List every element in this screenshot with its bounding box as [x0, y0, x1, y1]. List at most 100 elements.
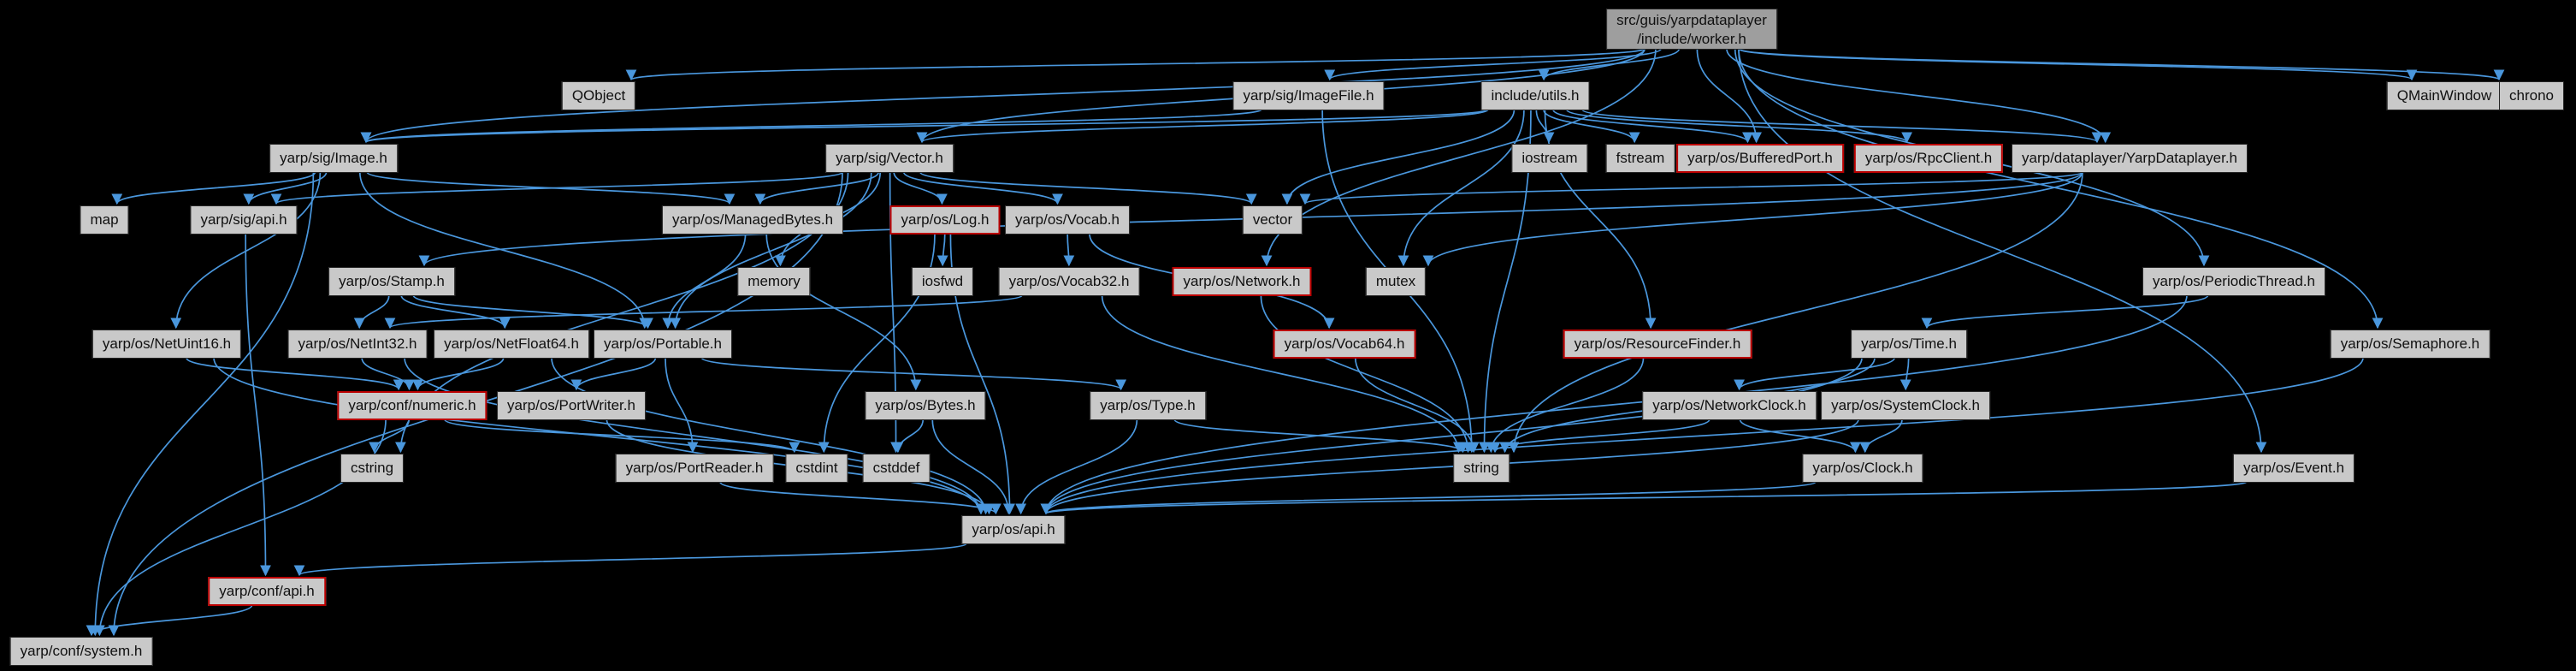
edge-numeric-to-cstring [369, 419, 411, 454]
edge-conf_api-to-conf_system [86, 604, 253, 637]
edge-netuint16-to-numeric [186, 357, 405, 391]
node-time[interactable]: yarp/os/Time.h [1851, 330, 1967, 359]
edge-netint32-to-os_api [404, 357, 987, 515]
node-semaphore[interactable]: yarp/os/Semaphore.h [2330, 330, 2490, 359]
edge-sig_api-to-conf_api [245, 233, 271, 577]
edge-network-to-string [1260, 294, 1474, 454]
edge-portable-to-type [700, 357, 1126, 391]
node-mutex[interactable]: mutex [1365, 267, 1427, 296]
node-iostream[interactable]: iostream [1511, 144, 1588, 173]
edge-worker-to-imagefile [1324, 48, 1663, 81]
node-rpcclient[interactable]: yarp/os/RpcClient.h [1853, 144, 2004, 173]
node-imagefile[interactable]: yarp/sig/ImageFile.h [1232, 81, 1385, 110]
node-vocab[interactable]: yarp/os/Vocab.h [1005, 205, 1130, 235]
node-managedbytes[interactable]: yarp/os/ManagedBytes.h [661, 205, 844, 235]
node-stamp[interactable]: yarp/os/Stamp.h [328, 267, 455, 296]
node-memory[interactable]: memory [737, 267, 811, 296]
node-network[interactable]: yarp/os/Network.h [1172, 267, 1312, 296]
node-qmainwindow[interactable]: QMainWindow [2386, 81, 2502, 110]
edge-sig_vector-to-managedbytes [754, 171, 880, 205]
node-iosfwd[interactable]: iosfwd [911, 267, 974, 296]
edge-netint32-to-numeric [361, 357, 415, 391]
edge-sig_image-to-map [111, 171, 316, 205]
edge-event-to-os_api [1041, 481, 2248, 515]
edge-sig_image-to-portable [358, 171, 651, 330]
edge-networkclock-to-clock [1739, 419, 1861, 454]
edge-periodicthread-to-os_api [1040, 294, 2188, 515]
node-cstddef[interactable]: cstddef [862, 454, 931, 483]
node-portreader[interactable]: yarp/os/PortReader.h [615, 454, 774, 483]
node-vocab32[interactable]: yarp/os/Vocab32.h [998, 267, 1140, 296]
edge-managedbytes-to-bytes [765, 233, 922, 391]
node-netfloat64[interactable]: yarp/os/NetFloat64.h [434, 330, 589, 359]
edge-stamp-to-netint32 [353, 294, 390, 330]
edge-vocab-to-vocab32 [1063, 233, 1075, 267]
node-networkclock[interactable]: yarp/os/NetworkClock.h [1642, 391, 1817, 420]
edge-log-to-iosfwd [936, 233, 948, 267]
edge-stamp-to-portable [412, 294, 653, 330]
node-netint32[interactable]: yarp/os/NetInt32.h [287, 330, 428, 359]
node-type[interactable]: yarp/os/Type.h [1090, 391, 1206, 420]
node-periodicthread[interactable]: yarp/os/PeriodicThread.h [2142, 267, 2325, 296]
node-systemclock[interactable]: yarp/os/SystemClock.h [1821, 391, 1990, 420]
node-fstream[interactable]: fstream [1605, 144, 1675, 173]
edge-yarpdataplayer-to-mutex [1422, 171, 2083, 267]
edge-utils-to-rpcclient [1565, 109, 1912, 144]
edge-bytes-to-cstddef [892, 419, 925, 454]
edge-utils-to-std_vector [1281, 109, 1515, 205]
node-chrono[interactable]: chrono [2499, 81, 2564, 110]
edge-utils-to-mutex [1397, 109, 1525, 267]
node-sig_image[interactable]: yarp/sig/Image.h [269, 144, 398, 173]
node-numeric[interactable]: yarp/conf/numeric.h [337, 391, 487, 420]
edge-yarpdataplayer-to-string [1508, 171, 2083, 454]
edge-resourcefinder-to-string [1486, 357, 1645, 454]
edge-netfloat64-to-numeric [412, 357, 505, 391]
edge-yarpdataplayer-to-std_vector [1300, 171, 2083, 205]
edge-worker-to-qobject [626, 48, 1645, 81]
edge-vocab32-to-netint32 [385, 294, 1023, 330]
node-clock[interactable]: yarp/os/Clock.h [1802, 454, 1923, 483]
node-qobject[interactable]: QObject [561, 81, 636, 110]
node-bufferedport[interactable]: yarp/os/BufferedPort.h [1676, 144, 1844, 173]
edge-utils-to-bufferedport [1552, 109, 1753, 144]
node-bytes[interactable]: yarp/os/Bytes.h [865, 391, 986, 420]
node-event[interactable]: yarp/os/Event.h [2232, 454, 2355, 483]
node-worker[interactable]: src/guis/yarpdataplayer /include/worker.… [1606, 9, 1777, 50]
node-std_vector[interactable]: vector [1242, 205, 1303, 235]
node-resourcefinder[interactable]: yarp/os/ResourceFinder.h [1563, 330, 1752, 359]
edge-worker-to-chrono [1738, 48, 2504, 81]
edge-sig_vector-to-std_vector [919, 171, 1257, 205]
edge-type-to-os_api [1015, 419, 1138, 515]
edge-sig_vector-to-portable [670, 171, 872, 330]
node-portwriter[interactable]: yarp/os/PortWriter.h [497, 391, 646, 420]
edge-utils-to-fstream [1542, 109, 1640, 144]
node-netuint16[interactable]: yarp/os/NetUint16.h [92, 330, 242, 359]
node-map[interactable]: map [80, 205, 129, 235]
node-conf_system[interactable]: yarp/conf/system.h [9, 637, 153, 666]
edge-os_api-to-conf_api [294, 543, 967, 577]
edge-worker-to-semaphore [1738, 48, 2384, 330]
node-vocab64[interactable]: yarp/os/Vocab64.h [1273, 330, 1416, 359]
node-sig_vector[interactable]: yarp/sig/Vector.h [825, 144, 954, 173]
node-utils[interactable]: include/utils.h [1480, 81, 1590, 110]
edge-time-to-os_api [1040, 357, 1863, 515]
node-sig_api[interactable]: yarp/sig/api.h [190, 205, 298, 235]
edge-portable-to-portwriter [570, 357, 657, 391]
edge-sig_image-to-sig_api [243, 171, 328, 205]
node-conf_api[interactable]: yarp/conf/api.h [208, 577, 326, 606]
node-cstring[interactable]: cstring [340, 454, 405, 483]
node-os_api[interactable]: yarp/os/api.h [961, 515, 1066, 544]
node-string[interactable]: string [1453, 454, 1510, 483]
edge-netuint16-to-os_api [213, 357, 987, 515]
edge-portable-to-portreader [665, 357, 699, 454]
edge-imagefile-to-sig_image [361, 109, 1262, 144]
edge-worker-to-event [1738, 48, 2267, 454]
node-portable[interactable]: yarp/os/Portable.h [594, 330, 732, 359]
edge-networkclock-to-string [1489, 419, 1710, 454]
node-log[interactable]: yarp/os/Log.h [889, 205, 1001, 235]
node-yarpdataplayer[interactable]: yarp/dataplayer/YarpDataplayer.h [2011, 144, 2248, 173]
node-cstdint[interactable]: cstdint [785, 454, 848, 483]
edge-sig_vector-to-vocab [902, 171, 1063, 205]
